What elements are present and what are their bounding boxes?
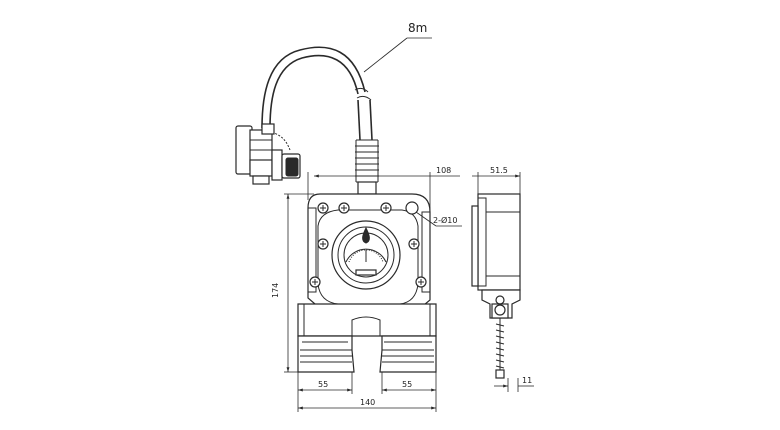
side-view <box>471 193 521 379</box>
dim-140: 140 <box>360 398 375 407</box>
hole-label: 2-Ø10 <box>433 215 457 225</box>
dim-108: 108 <box>436 166 451 175</box>
bracket <box>297 303 437 373</box>
cable-length-label: 8m <box>408 21 427 35</box>
dim-55-left: 55 <box>318 380 328 389</box>
dim-lines-front <box>284 172 460 412</box>
cable <box>261 37 432 141</box>
dim-55-right: 55 <box>402 380 412 389</box>
gauge-icon <box>345 226 387 276</box>
dim-51-5: 51.5 <box>490 166 508 175</box>
connector-icon <box>235 123 301 185</box>
dim-174: 174 <box>271 283 280 298</box>
dim-11: 11 <box>522 376 532 385</box>
dim-lines-side <box>472 172 534 392</box>
strain-relief <box>355 139 379 195</box>
